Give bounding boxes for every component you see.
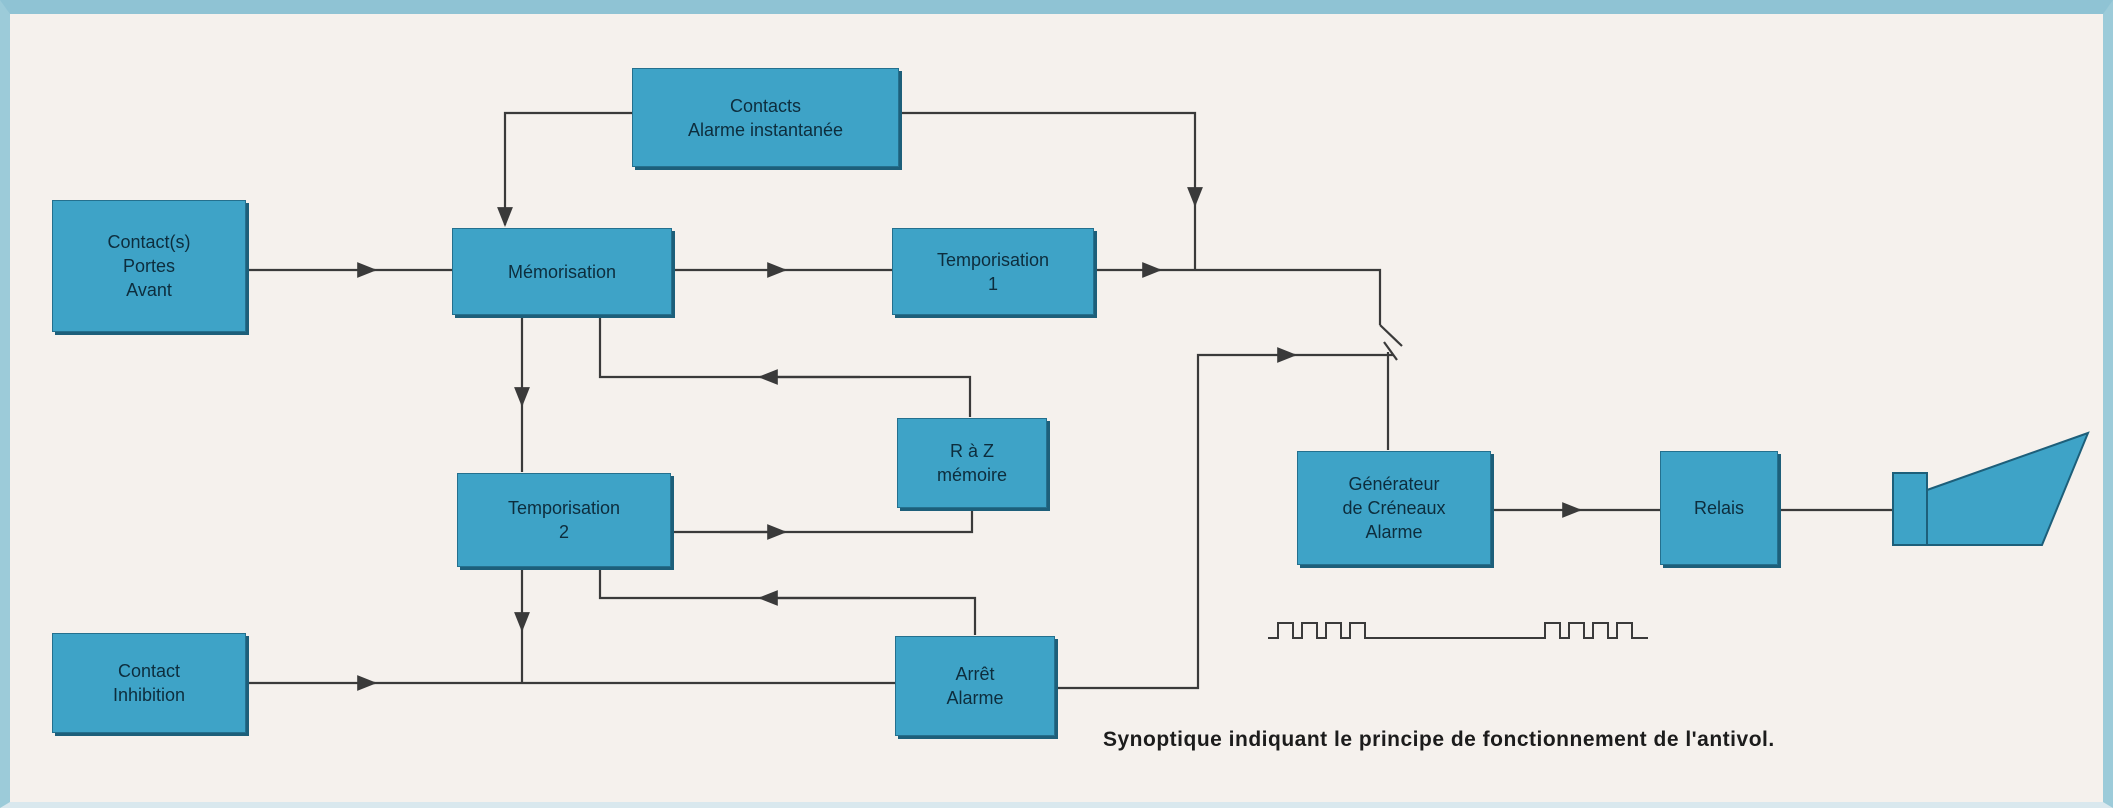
switch-blade <box>1383 341 1398 361</box>
box-relais: Relais <box>1660 451 1778 565</box>
box-label: Mémorisation <box>507 261 617 282</box>
box-memorisation: Mémorisation <box>452 228 672 315</box>
box-label: Inhibition <box>112 685 186 705</box>
box-label: 1 <box>987 273 998 294</box>
box-contacts-alarme-instantanee: Contacts Alarme instantanée <box>632 68 899 167</box>
loudspeaker-icon <box>1892 431 2090 546</box>
box-label: R à Z <box>949 441 994 461</box>
box-label: Générateur <box>1348 474 1440 494</box>
switch-tick <box>1379 324 1403 347</box>
line-memo-to-raz <box>598 312 972 417</box>
box-temporisation-1: Temporisation 1 <box>892 228 1094 315</box>
box-label: Temporisation <box>507 498 621 518</box>
line-temp2-to-raz <box>670 507 974 534</box>
box-label: Avant <box>126 280 172 300</box>
box-label: Alarme <box>1365 522 1423 542</box>
box-generateur-creneaux: Générateur de Créneaux Alarme <box>1297 451 1491 565</box>
line-temp2-to-arret <box>598 565 977 635</box>
line-arret-arrow <box>1055 347 1297 690</box>
box-arret-alarme: Arrêt Alarme <box>895 636 1055 736</box>
box-label: Temporisation <box>936 249 1050 270</box>
box-label: de Créneaux <box>1342 498 1446 518</box>
line-temp1-to-switch <box>1155 268 1382 325</box>
box-contact-inhibition: Contact Inhibition <box>52 633 246 733</box>
box-label: 2 <box>558 522 569 542</box>
box-label: Alarme instantanée <box>687 119 844 140</box>
box-label: Arrêt <box>955 664 995 684</box>
box-label: Contacts <box>729 95 802 116</box>
box-label: Relais <box>1693 498 1745 518</box>
box-label: Contact(s) <box>107 232 191 252</box>
box-temporisation-2: Temporisation 2 <box>457 473 671 567</box>
box-contact-portes-avant: Contact(s) Portes Avant <box>52 200 246 332</box>
box-label: mémoire <box>936 465 1007 485</box>
line-contacts-to-memorisation <box>497 111 632 227</box>
box-raz-memoire: R à Z mémoire <box>897 418 1047 508</box>
box-label: Contact <box>117 661 181 681</box>
figure-caption: Synoptique indiquant le principe de fonc… <box>1103 728 1775 751</box>
line-contacts-to-junction <box>898 111 1203 207</box>
box-label: Portes <box>122 256 176 276</box>
box-label: Alarme <box>946 688 1004 708</box>
pulse-waveform <box>1268 622 1648 639</box>
